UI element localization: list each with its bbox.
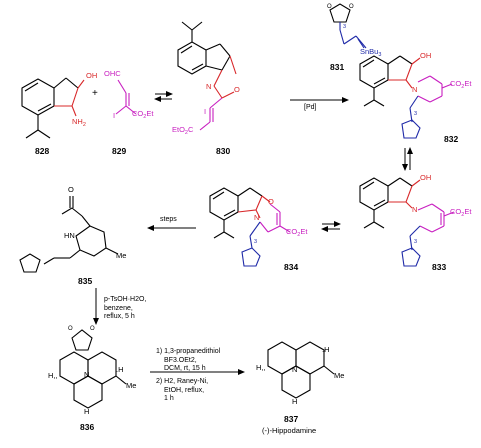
compound-label-835: 835: [78, 276, 93, 286]
atom-n-833: N: [412, 205, 418, 214]
product-name: (-)-Hippodamine: [262, 426, 317, 435]
atom-h-836c: H: [84, 407, 90, 416]
atom-me-835: Me: [116, 251, 127, 260]
atom-snbu3-831: SnBu3: [360, 47, 382, 58]
compound-label-834: 834: [284, 262, 299, 272]
atom-n-836: N: [84, 370, 90, 379]
atom-co2et-832: CO2Et: [450, 79, 472, 90]
atom-i-830: I: [204, 107, 207, 116]
atom-o-831a: O: [327, 4, 332, 10]
compound-label-828: 828: [35, 146, 50, 156]
atom-o-835: O: [68, 185, 74, 194]
condition-line-2: BF3.OEt2,: [164, 356, 197, 364]
atom-3-831: 3: [343, 24, 347, 30]
atom-n-832: N: [412, 85, 418, 94]
atom-ohc-829: OHC: [104, 69, 121, 78]
atom-h-837a: H,,: [256, 363, 266, 372]
compound-label-832: 832: [444, 134, 459, 144]
compound-label-833: 833: [432, 262, 447, 272]
atom-o-836b: O: [90, 326, 95, 332]
condition-line-2: EtOH, reflux,: [164, 386, 205, 394]
conditions-836-837-step1: 1) 1,3-propanedithiol BF3.OEt2, DCM, rt,…: [156, 348, 220, 374]
atom-etoc-830: EtO2C: [172, 125, 194, 136]
atom-o-831b: O: [349, 4, 354, 10]
conditions-835-836: p-TsOH·H2O, benzene, reflux, 5 h: [104, 296, 146, 322]
atom-3-834: 3: [254, 239, 258, 245]
atom-n-837: N: [292, 365, 298, 374]
atom-h-836b: .H: [116, 365, 124, 374]
reagent-pd: [Pd]: [304, 104, 317, 111]
structure-837: [267, 341, 335, 399]
atom-n-830: N: [206, 82, 212, 91]
structure-828: [21, 77, 85, 139]
condition-line-1: 1) 1,3-propanedithiol: [156, 348, 221, 355]
structure-834: [209, 187, 291, 267]
atom-3-832: 3: [414, 111, 418, 117]
structure-832: [359, 55, 453, 139]
compound-label-831: 831: [330, 62, 345, 72]
structure-835: [19, 196, 119, 273]
condition-line-3: reflux, 5 h: [104, 313, 135, 321]
structure-830: [177, 21, 237, 131]
condition-line-3: DCM, rt, 15 h: [164, 365, 206, 373]
structure-831: [329, 3, 367, 49]
structure-829: [115, 79, 137, 115]
atom-h-836a: H,,: [48, 371, 58, 380]
compound-label-829: 829: [112, 146, 127, 156]
condition-line-3: 1 h: [164, 395, 174, 403]
condition-line-1: p-TsOH·H2O,: [104, 296, 147, 303]
reagent-steps: steps: [160, 216, 177, 223]
condition-line-1: 2) H2, Raney-Ni,: [156, 378, 209, 385]
atom-co2et-829: CO2Et: [132, 109, 154, 120]
atom-oh-828: OH: [86, 71, 98, 80]
atom-i-829: I: [113, 111, 116, 120]
atom-me-836: Me: [126, 381, 137, 390]
arrow-equilibrium-832-833: [402, 147, 413, 171]
atom-o-834: O: [268, 197, 274, 206]
structure-833: [359, 177, 455, 267]
atom-o-830: O: [234, 85, 240, 94]
plus-sign: +: [92, 88, 98, 99]
arrow-equilibrium-833-834: [321, 221, 341, 232]
compound-label-836: 836: [80, 422, 95, 432]
atom-oh-832: OH: [420, 51, 432, 60]
arrow-equilibrium-829-830: [154, 91, 173, 102]
atom-oh-833: OH: [420, 173, 432, 182]
atom-co2et-833: CO2Et: [450, 207, 472, 218]
atom-n-834: N: [254, 213, 260, 222]
atom-co2et-834: CO2Et: [286, 227, 308, 238]
atom-o-836a: O: [68, 326, 73, 332]
atom-me-837: Me: [334, 371, 345, 380]
compound-label-830: 830: [216, 146, 231, 156]
compound-label-837: 837: [284, 414, 299, 424]
conditions-836-837-step2: 2) H2, Raney-Ni, EtOH, reflux, 1 h: [156, 378, 208, 404]
atom-h-837b: .H: [322, 345, 330, 354]
atom-nh2-828: NH2: [72, 117, 86, 128]
atom-h-837c: H: [292, 397, 298, 406]
atom-3-833: 3: [414, 239, 418, 245]
structure-836: [59, 329, 127, 409]
atom-hn-835: HN: [64, 231, 75, 240]
condition-line-2: benzene,: [104, 304, 133, 312]
